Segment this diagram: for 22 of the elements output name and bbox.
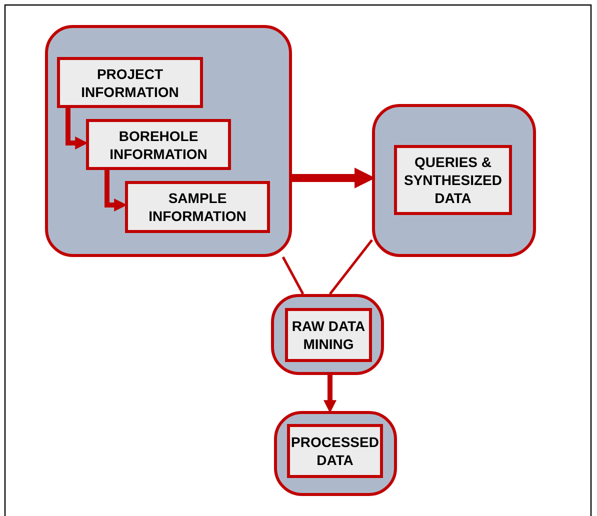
group-panel (274, 411, 397, 496)
box-label: PROJECT INFORMATION (80, 64, 180, 100)
connector-line (282, 256, 304, 295)
process-box (57, 57, 203, 108)
arrow (292, 168, 376, 188)
group-panel (45, 25, 292, 257)
process-box (125, 181, 270, 233)
arrow (324, 375, 336, 414)
arrow (104, 170, 128, 212)
process-box (285, 308, 372, 362)
box-label: QUERIES & SYNTHESIZED DATA (402, 153, 503, 207)
box-label: SAMPLE INFORMATION (148, 189, 248, 225)
group-panel (271, 294, 384, 375)
process-box (287, 424, 383, 478)
process-box (394, 145, 512, 215)
box-label: PROCESSED DATA (290, 433, 380, 469)
process-box (86, 119, 231, 170)
group-panel (372, 104, 536, 257)
arrow (66, 108, 88, 150)
connector-line (329, 239, 373, 295)
box-label: BOREHOLE INFORMATION (108, 126, 208, 162)
box-label: RAW DATA MINING (290, 317, 366, 353)
